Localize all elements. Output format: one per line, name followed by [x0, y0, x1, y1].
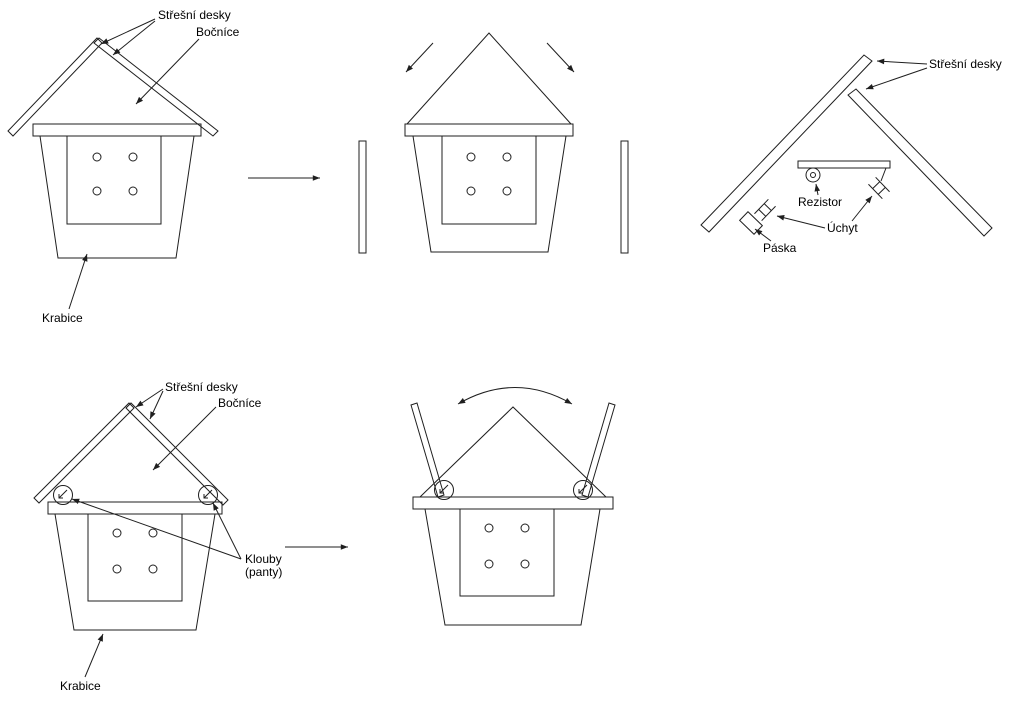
hole: [93, 187, 101, 195]
tape-band: [740, 212, 763, 235]
box-rim: [33, 124, 201, 136]
hole: [149, 565, 157, 573]
box-inner-panel: [442, 136, 536, 224]
remove-arrow-left: [406, 43, 433, 72]
hinge-left: [435, 481, 454, 500]
hole: [93, 153, 101, 161]
roof-board-left: [701, 55, 872, 232]
hole: [113, 529, 121, 537]
leader-roof-boards-2: [150, 391, 163, 419]
figure-roof-detail: [701, 55, 992, 241]
hinge-pin-right: [579, 485, 587, 493]
figure-hinged: [34, 389, 241, 677]
hole: [485, 560, 493, 568]
hinge-pin-left: [59, 490, 67, 498]
leader-box: [85, 634, 103, 677]
hole: [521, 560, 529, 568]
label-resistor: Rezistor: [798, 195, 843, 209]
leader-roof-boards-1: [136, 389, 163, 407]
leader-holder-left: [777, 215, 825, 228]
removed-board-right: [621, 141, 628, 253]
label-roof-boards-detail: Střešní desky: [929, 57, 1002, 71]
leader-resistor: [814, 184, 821, 195]
box-body: [55, 514, 215, 630]
leader-holder-right: [852, 196, 872, 221]
leader-hinge-left: [72, 499, 241, 559]
box-inner-panel: [460, 509, 554, 596]
leader-tape: [755, 229, 771, 241]
label-hinges: Klouby (panty): [245, 553, 282, 579]
rod-connector: [881, 168, 886, 181]
hole: [113, 565, 121, 573]
holder-bracket-left: [754, 199, 775, 220]
box-body: [40, 136, 194, 258]
resistor-core: [811, 173, 816, 178]
figure-open: [411, 388, 615, 626]
hinge-pin-left: [440, 485, 448, 493]
box-inner-panel: [67, 136, 161, 224]
label-roof-boards-hinged: Střešní desky: [165, 380, 238, 394]
box-body: [413, 136, 566, 252]
label-hinges-line1: Klouby: [245, 552, 282, 566]
roof-board-right: [94, 38, 218, 136]
box-rim: [413, 497, 613, 509]
label-box-assembled: Krabice: [42, 311, 83, 325]
leader-roof-boards-2: [113, 21, 155, 55]
hinge-right: [574, 481, 593, 500]
box-inner-panel: [88, 514, 182, 601]
hole: [129, 153, 137, 161]
remove-arrow-right: [547, 43, 574, 72]
roof-outline: [407, 33, 571, 124]
label-holder: Úchyt: [827, 221, 858, 235]
hole: [467, 187, 475, 195]
box-rim: [48, 502, 222, 514]
label-roof-boards-assembled: Střešní desky: [158, 8, 231, 22]
box-rim: [405, 124, 573, 136]
leader-roof-boards-1: [101, 19, 155, 44]
hole: [521, 524, 529, 532]
roof-board-right: [848, 89, 992, 236]
leader-side-panel: [153, 407, 216, 470]
roof-board-right: [126, 403, 228, 505]
label-tape: Páska: [763, 241, 797, 255]
hole: [503, 153, 511, 161]
leader-roof-boards-2: [866, 68, 927, 89]
hinge-right: [199, 486, 218, 505]
open-board-right: [582, 403, 615, 497]
leader-side-panel: [136, 39, 199, 104]
removed-board-left: [359, 141, 366, 253]
open-board-left: [411, 403, 444, 497]
leader-roof-boards-1: [877, 58, 927, 64]
label-side-panel-hinged: Bočníce: [218, 396, 262, 410]
label-hinges-line2: (panty): [245, 565, 283, 579]
hole: [485, 524, 493, 532]
label-box-hinged: Krabice: [60, 679, 101, 693]
hole: [467, 153, 475, 161]
figure-exploded: [359, 33, 628, 253]
hinge-pin-right: [204, 490, 212, 498]
box-body: [425, 509, 600, 625]
hinge-left: [54, 486, 73, 505]
swing-arc-arrow: [458, 388, 572, 405]
roof-board-left: [8, 38, 102, 136]
hole: [149, 529, 157, 537]
hole: [503, 187, 511, 195]
support-rod: [798, 161, 890, 168]
label-side-panel-assembled: Bočníce: [196, 25, 240, 39]
resistor-body: [806, 168, 820, 182]
roof-outline: [420, 407, 606, 497]
leader-box: [69, 254, 87, 309]
roof-board-left: [34, 403, 134, 503]
leader-hinge-right: [213, 503, 241, 559]
hole: [129, 187, 137, 195]
figure-assembled: [8, 19, 218, 309]
holder-bracket-right: [868, 177, 889, 198]
